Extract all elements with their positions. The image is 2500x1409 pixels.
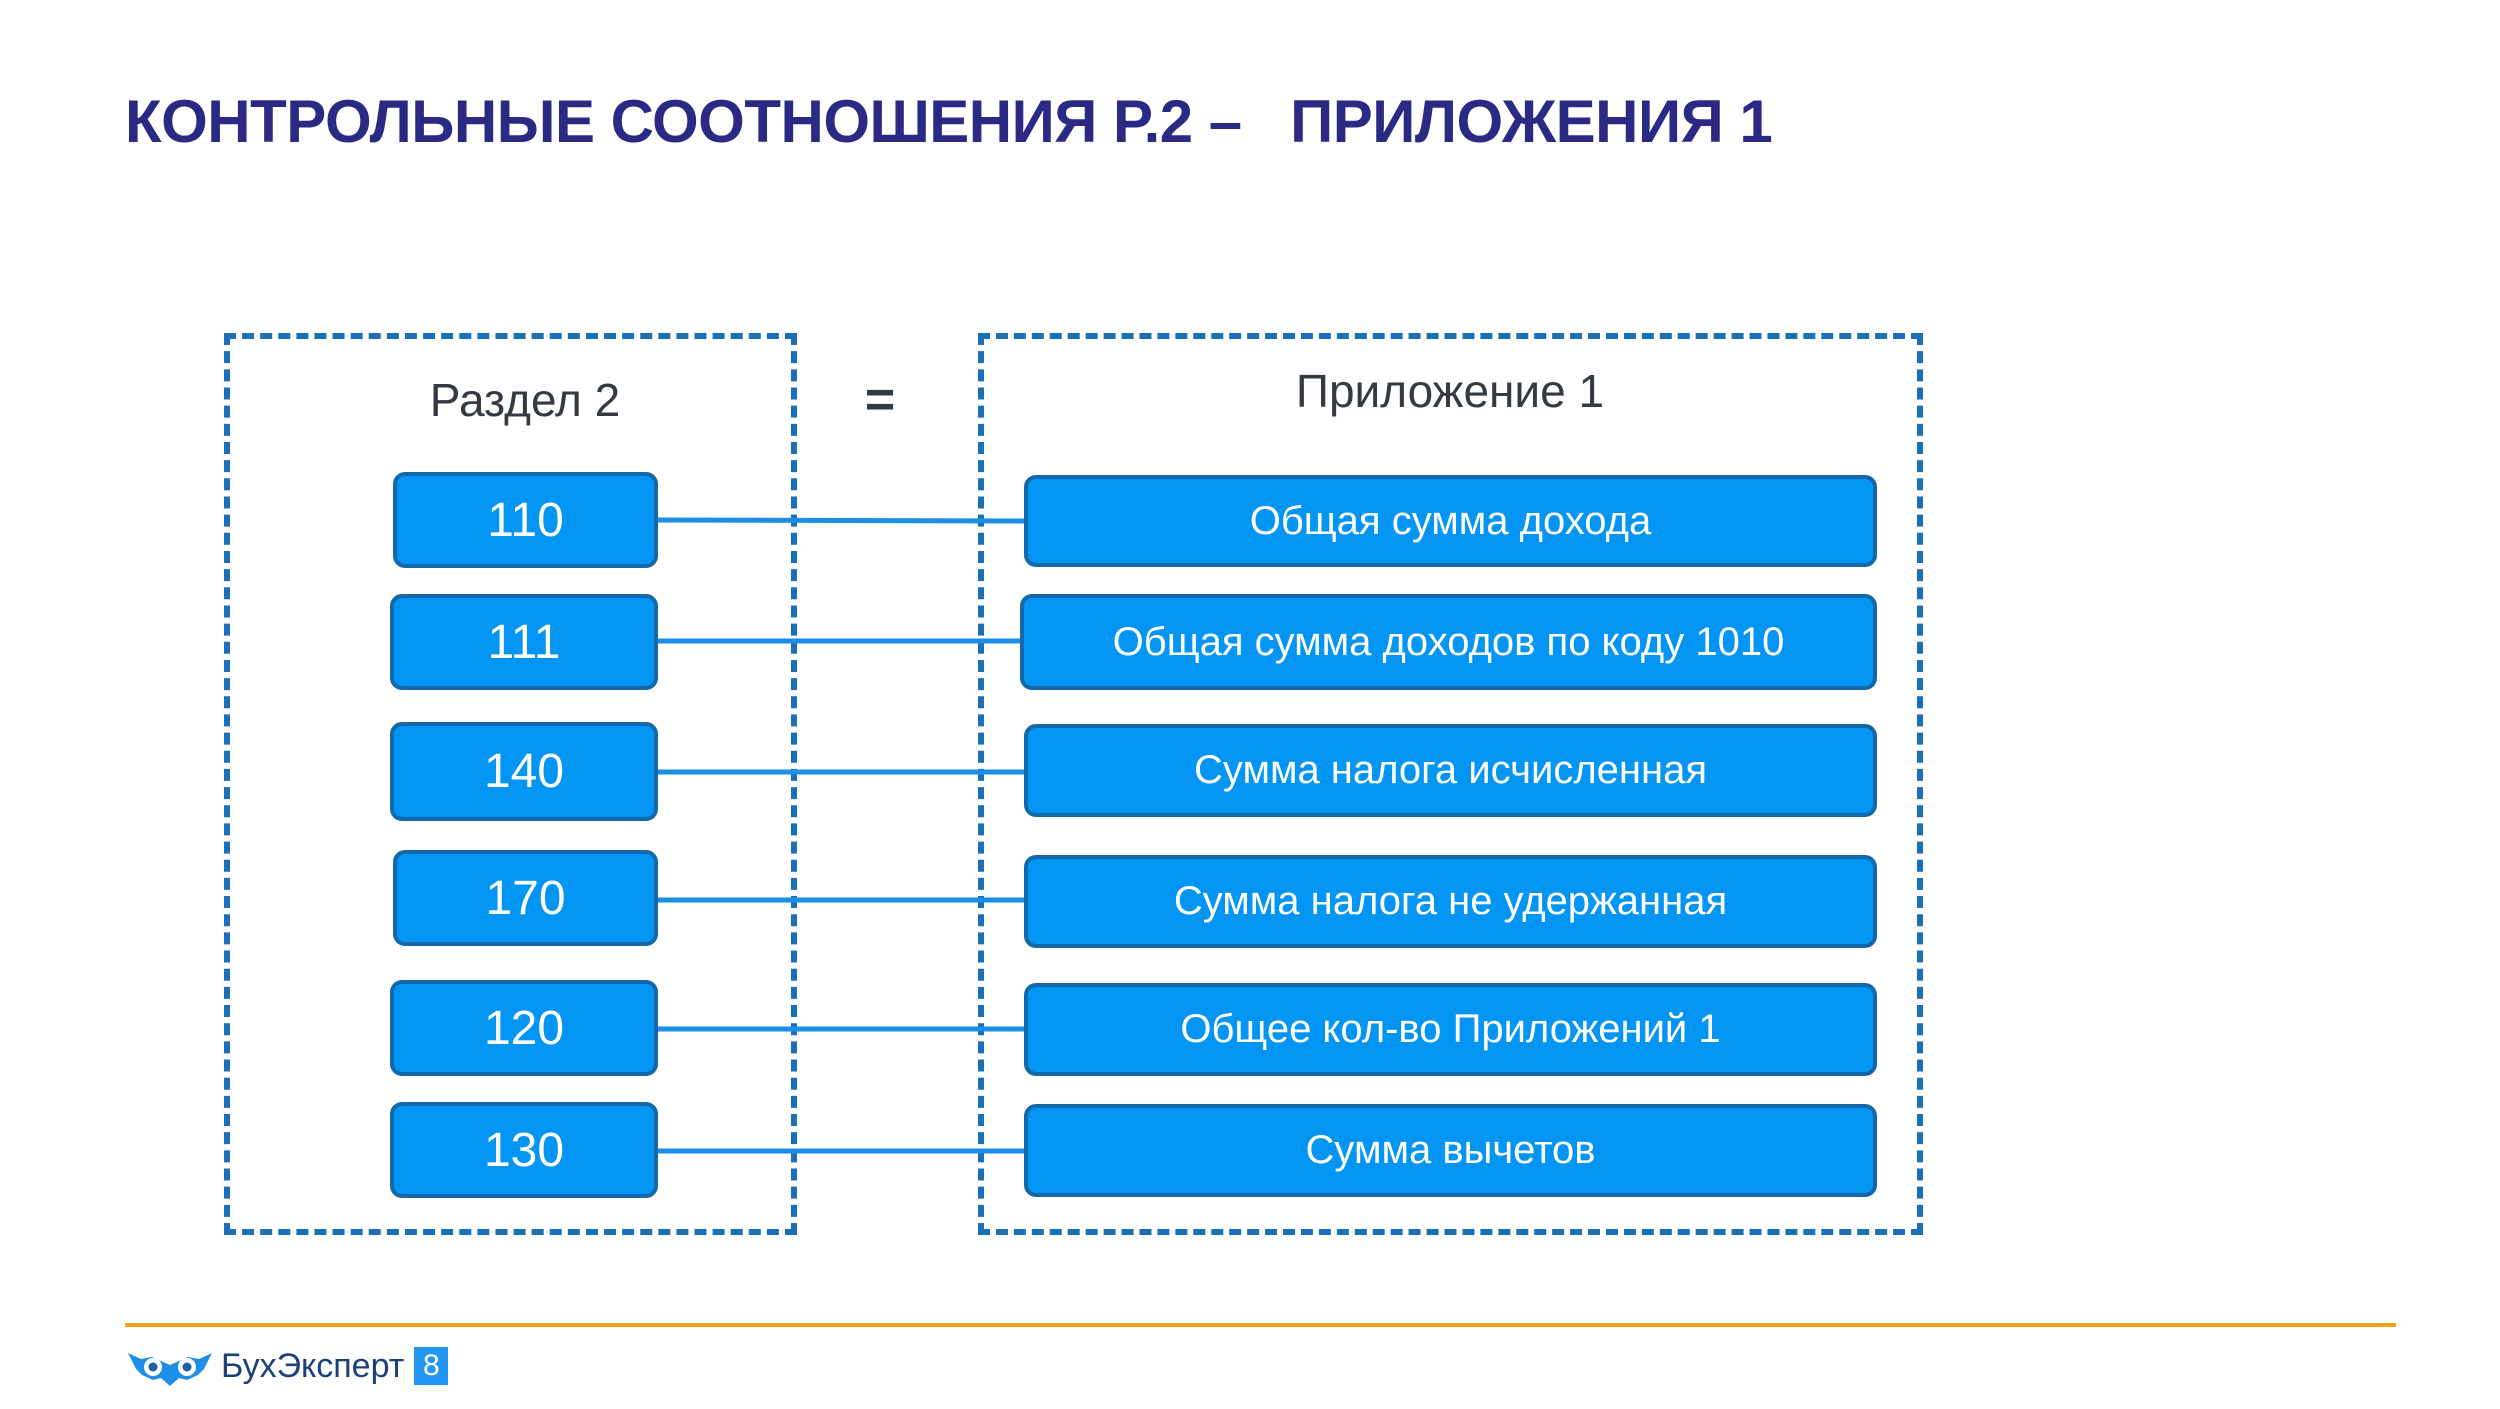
slide-title: КОНТРОЛЬНЫЕ СООТНОШЕНИЯ Р.2 – ПРИЛОЖЕНИЯ… [125,88,1773,155]
equals-sign: = [864,371,896,429]
appendix-item-total-income: Общая сумма дохода [1024,475,1877,567]
connector-line [654,517,1029,524]
code-box-140: 140 [390,722,658,821]
appendix-item-tax-not-withheld: Сумма налога не удержанная [1024,855,1877,948]
buhexpert-logo: БухЭксперт 8 [125,1344,449,1388]
appendix-1-label: Приложение 1 [1295,365,1605,417]
section-2-label: Раздел 2 [429,374,621,426]
appendix-1-frame [978,333,1923,1235]
code-box-130: 130 [390,1102,658,1198]
owl-logo-icon [128,1353,212,1386]
appendix-item-tax-calculated: Сумма налога исчисленная [1024,724,1877,817]
code-box-120: 120 [390,980,658,1076]
code-box-110: 110 [393,472,658,568]
code-box-111: 111 [390,594,658,690]
logo-text: БухЭксперт [221,1347,405,1385]
logo-badge: 8 [414,1347,449,1385]
code-box-170: 170 [393,850,658,946]
appendix-item-income-code-1010: Общая сумма доходов по коду 1010 [1020,594,1877,690]
appendix-item-total-count: Общее кол-во Приложений 1 [1024,983,1877,1076]
section-2-frame [224,333,797,1235]
footer-divider [125,1323,2396,1327]
appendix-item-deductions: Сумма вычетов [1024,1104,1877,1197]
